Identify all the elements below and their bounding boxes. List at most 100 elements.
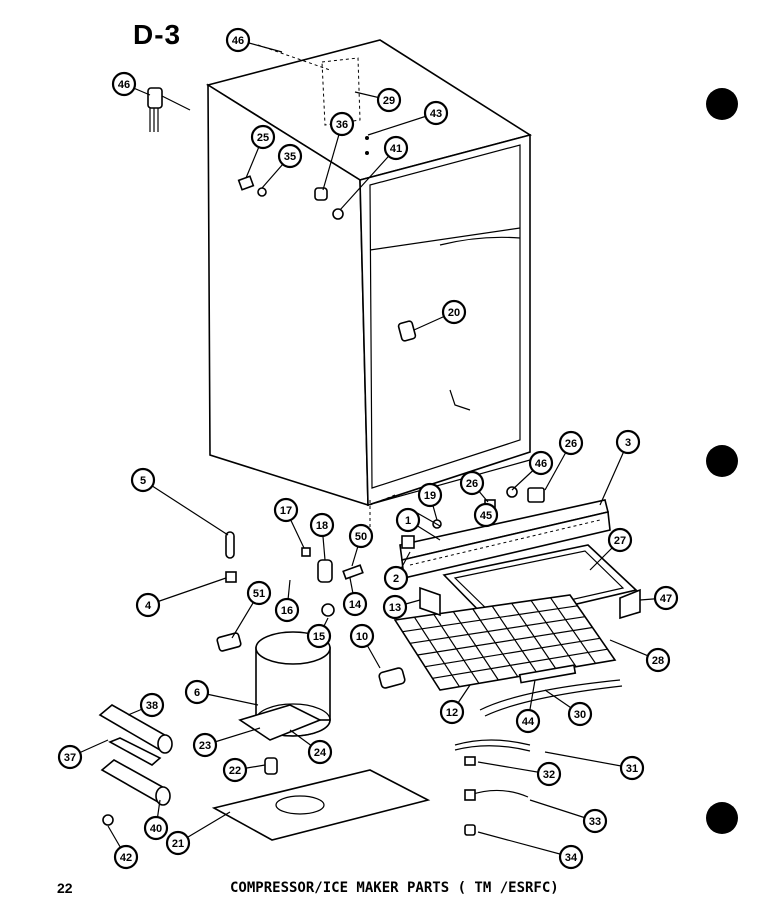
compressor: [238, 631, 331, 741]
part-callout-2: 2: [383, 565, 409, 591]
part-callout-5: 5: [130, 467, 156, 493]
binder-hole: [706, 445, 738, 477]
callout-number: 26: [466, 478, 478, 490]
callout-number: 43: [430, 108, 442, 120]
callout-number: 30: [574, 709, 586, 721]
part-callout-46: 46: [111, 71, 137, 97]
leader-line: [339, 147, 397, 211]
callout-layer: 1234561012131415161718192021222324252626…: [57, 27, 679, 870]
binder-hole: [706, 88, 738, 120]
callout-number: 46: [535, 458, 547, 470]
callout-number: 16: [281, 605, 293, 617]
part-callout-44: 44: [515, 708, 541, 734]
callout-number: 12: [446, 707, 458, 719]
part-callout-19: 19: [417, 482, 443, 508]
callout-number: 46: [118, 79, 130, 91]
callout-number: 40: [150, 823, 162, 835]
part-callout-4: 4: [135, 592, 161, 618]
part-callout-6: 6: [184, 679, 210, 705]
part-callout-46: 46: [225, 27, 251, 53]
part-callout-1: 1: [395, 507, 421, 533]
part-callout-23: 23: [192, 732, 218, 758]
top-fasteners: [237, 136, 369, 220]
callout-number: 41: [390, 143, 402, 155]
callout-number: 26: [565, 438, 577, 450]
callout-number: 3: [625, 437, 631, 449]
part-callout-12: 12: [439, 699, 465, 725]
part-callout-28: 28: [645, 647, 671, 673]
part-callout-38: 38: [139, 692, 165, 718]
part-callout-27: 27: [607, 527, 633, 553]
callout-number: 10: [356, 631, 368, 643]
grommet: [264, 757, 278, 775]
callout-number: 21: [172, 838, 184, 850]
part-callout-51: 51: [246, 580, 272, 606]
part-callout-40: 40: [143, 815, 169, 841]
refrigerator-cabinet: [206, 39, 532, 507]
part-callout-35: 35: [277, 143, 303, 169]
part-callout-26: 26: [459, 470, 485, 496]
callout-number: 47: [660, 593, 672, 605]
part-callout-42: 42: [113, 844, 139, 870]
drier-tubes: [98, 704, 173, 826]
callout-number: 44: [522, 716, 535, 728]
part-callout-37: 37: [57, 744, 83, 770]
hinge-part: [397, 320, 417, 342]
bracket: [619, 588, 641, 620]
callout-number: 20: [448, 307, 460, 319]
part-callout-22: 22: [222, 757, 248, 783]
part-callout-47: 47: [653, 585, 679, 611]
callout-number: 14: [349, 599, 362, 611]
callout-number: 5: [140, 475, 146, 487]
part-callout-13: 13: [382, 594, 408, 620]
part-callout-24: 24: [307, 739, 333, 765]
callout-number: 4: [145, 600, 152, 612]
callout-number: 36: [336, 119, 348, 131]
callout-number: 15: [313, 631, 325, 643]
callout-number: 31: [626, 763, 638, 775]
callout-number: 32: [543, 769, 555, 781]
page-number: 22: [57, 880, 73, 896]
part-callout-14: 14: [342, 591, 368, 617]
callout-number: 35: [284, 151, 296, 163]
callout-number: 23: [199, 740, 211, 752]
part-callout-34: 34: [558, 844, 584, 870]
part-callout-30: 30: [567, 701, 593, 727]
compressor-base-plate: [211, 769, 431, 841]
front-grille: [399, 499, 611, 579]
part-callout-10: 10: [349, 623, 375, 649]
condenser-grid: [393, 594, 617, 691]
callout-number: 6: [194, 687, 200, 699]
section-label: D-3: [133, 19, 182, 50]
callout-number: 1: [405, 515, 411, 527]
figure-caption: COMPRESSOR/ICE MAKER PARTS ( TM /ESRFC): [230, 880, 559, 896]
callout-number: 22: [229, 765, 241, 777]
part-callout-20: 20: [441, 299, 467, 325]
part-callout-45: 45: [473, 502, 499, 528]
part-callout-15: 15: [306, 623, 332, 649]
callout-number: 28: [652, 655, 664, 667]
part-callout-46: 46: [528, 450, 554, 476]
callout-number: 45: [480, 510, 492, 522]
callout-number: 38: [146, 700, 158, 712]
callout-number: 34: [565, 852, 578, 864]
bracket: [419, 586, 441, 617]
callout-number: 25: [257, 132, 269, 144]
leader-line: [477, 831, 572, 858]
callout-number: 27: [614, 535, 626, 547]
callout-number: 33: [589, 816, 601, 828]
leader-line: [142, 479, 229, 536]
callout-number: 29: [383, 95, 395, 107]
callout-number: 13: [389, 602, 401, 614]
part-callout-41: 41: [383, 135, 409, 161]
callout-number: 19: [424, 490, 436, 502]
callout-number: 17: [280, 505, 292, 517]
part-callout-50: 50: [348, 523, 374, 549]
part-callout-17: 17: [273, 497, 299, 523]
part-callout-31: 31: [619, 755, 645, 781]
callout-number: 24: [314, 747, 327, 759]
part-callout-18: 18: [309, 512, 335, 538]
part-callout-43: 43: [423, 100, 449, 126]
